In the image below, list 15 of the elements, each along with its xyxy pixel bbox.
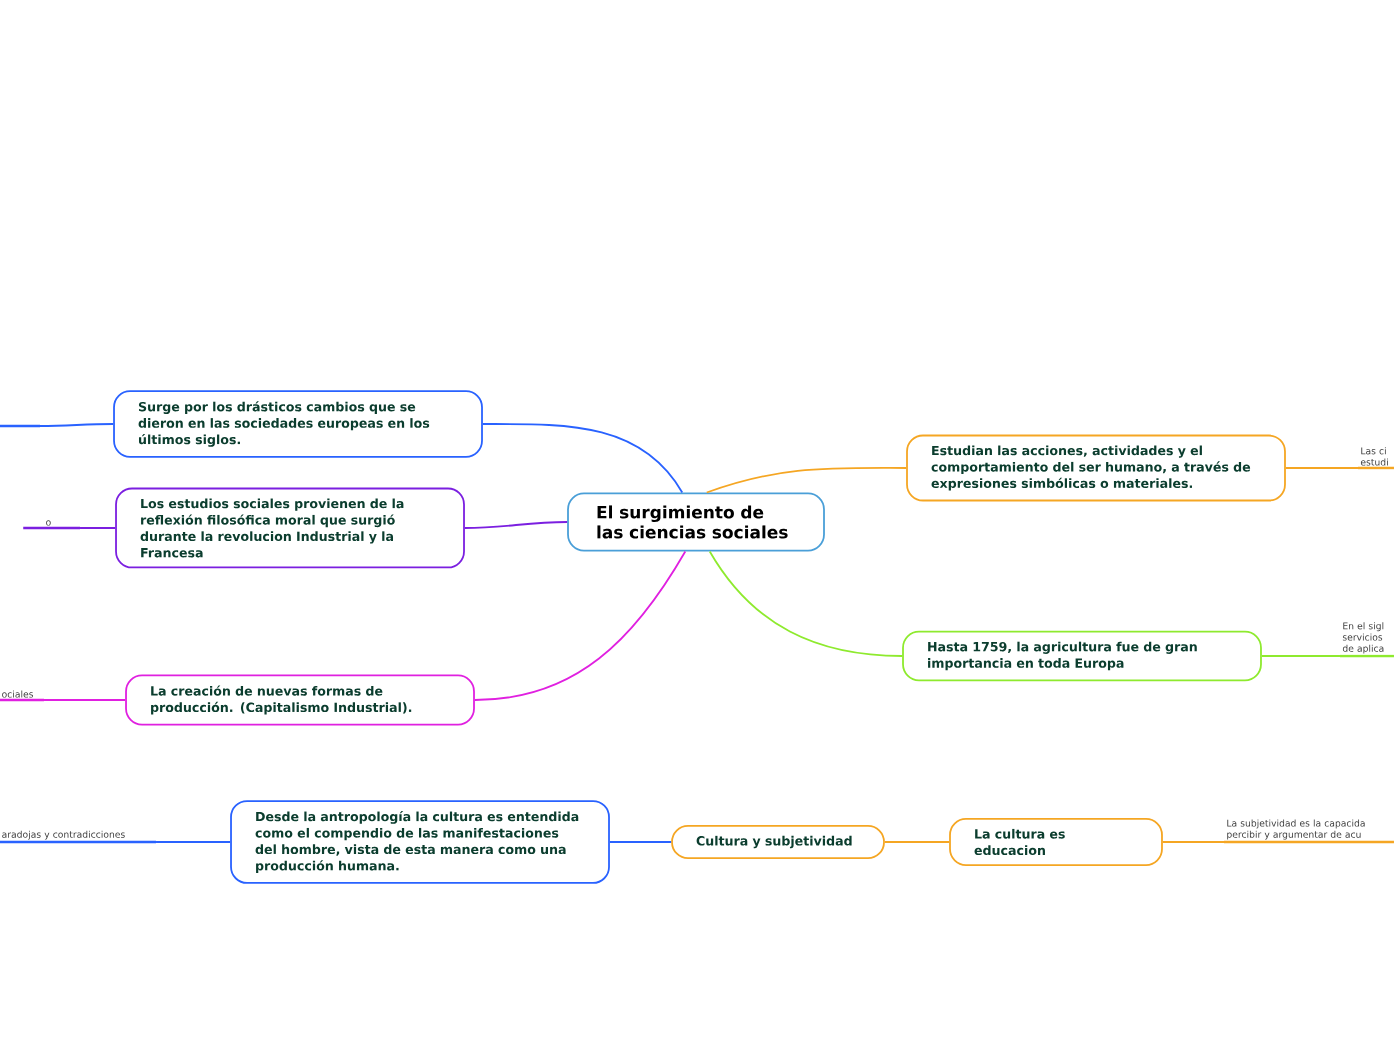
connector	[609, 841, 672, 843]
connector	[79, 527, 117, 529]
connector	[1285, 467, 1359, 469]
connector	[464, 521, 568, 529]
connector	[482, 423, 684, 494]
connector	[1162, 841, 1225, 843]
connector	[39, 423, 115, 427]
connector	[708, 550, 903, 657]
connector	[705, 467, 907, 494]
connector	[43, 699, 127, 701]
central-topic-box: El surgimiento de las ciencias sociales	[567, 492, 825, 552]
connector	[474, 550, 687, 701]
connector	[1261, 655, 1341, 657]
connector	[884, 841, 950, 843]
connector	[155, 841, 231, 843]
